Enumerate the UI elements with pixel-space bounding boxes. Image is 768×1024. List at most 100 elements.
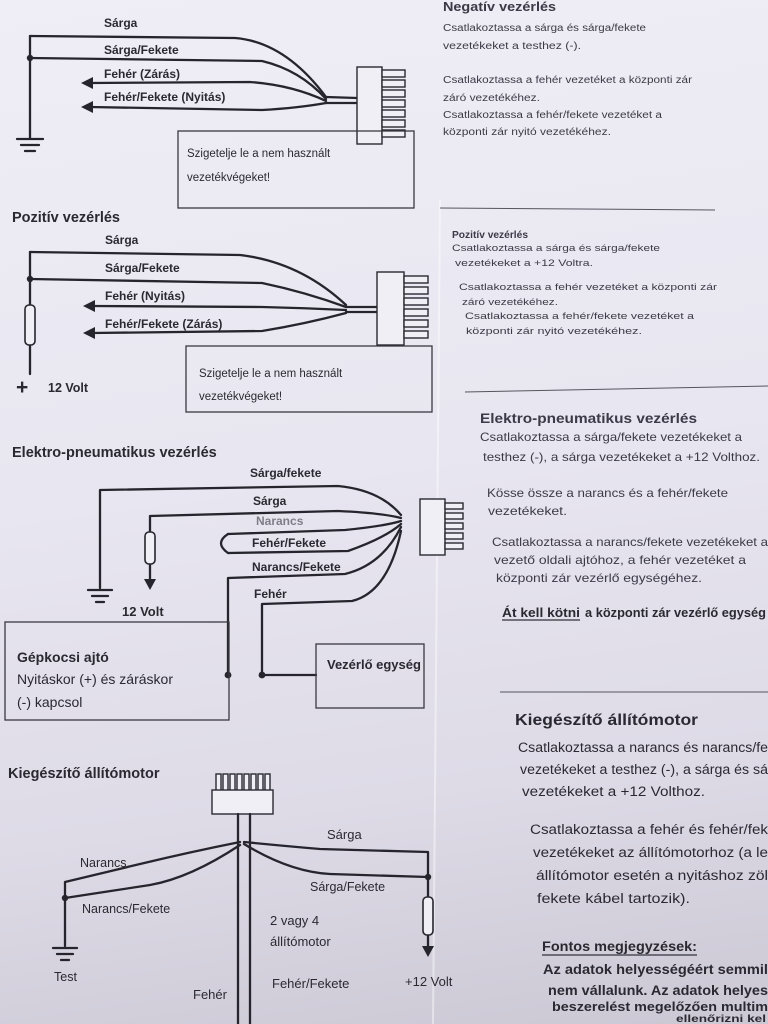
wire-bridge	[219, 532, 230, 555]
instruction-line: vezetékeket a +12 Voltra.	[455, 258, 593, 269]
ground-icon	[15, 137, 45, 153]
elektro-diagram: Elektro-pneumatikus vezérlés Sárga/feket…	[4, 445, 464, 721]
section-heading-pozitiv: Pozitív vezérlés	[12, 210, 120, 226]
instruction-line: záró vezetékéhez.	[462, 297, 558, 308]
wire-feher	[90, 304, 348, 312]
connector-pin	[403, 297, 429, 306]
connector-pin	[250, 773, 257, 792]
ground-icon	[51, 946, 79, 962]
instruction-heading: Negatív vezérlés	[443, 0, 556, 14]
fuse-icon	[422, 896, 434, 936]
connector-body	[211, 789, 274, 815]
wire-narancs	[63, 840, 242, 948]
wire-sarga-fekete	[98, 484, 403, 590]
divider	[439, 207, 716, 211]
junction-dot	[26, 54, 34, 62]
connector-pin	[243, 773, 250, 792]
connector-pin	[403, 319, 429, 328]
instruction-heading: Kiegészítő állítómotor	[515, 712, 698, 729]
connector-plug	[419, 498, 464, 556]
connector-pin	[444, 522, 464, 530]
wire-sarga	[242, 840, 430, 948]
instruction-line: Csatlakoztassa a sárga és sárga/fekete	[452, 243, 660, 254]
wire-label-narancs: Narancs	[256, 514, 304, 528]
plus-sign: +	[16, 376, 28, 399]
wire-sarga-fekete	[242, 842, 430, 879]
instruction-line: Kösse össze a narancs és a fehér/fekete	[487, 486, 728, 500]
note-line: vezetékvégeket!	[199, 391, 282, 403]
wire-label-sarga: Sárga	[253, 494, 287, 508]
wire-sarga	[148, 509, 403, 581]
note-line: Szigetelje le a nem használt	[187, 148, 331, 160]
fuse-icon	[144, 531, 156, 565]
wire-narancs	[226, 519, 403, 536]
note-box	[185, 345, 433, 413]
door-box-title: Gépkocsi ajtó	[17, 649, 109, 665]
instruction-line: vezetékeket a testhez (-), a sárga és sá	[520, 762, 768, 777]
note-line: Szigetelje le a nem használt	[199, 368, 343, 380]
instruction-line: vezetékeket a testhez (-).	[443, 41, 581, 52]
arrow-down-icon	[144, 579, 156, 590]
emphasis-text: a központi zár vezérlő egység	[585, 606, 766, 620]
wire-feher-fekete	[88, 101, 328, 112]
notes-line: ellenőrizni kel	[676, 1014, 766, 1024]
important-notes: Fontos megjegyzések: Az adatok helyesség…	[542, 939, 768, 1024]
instruction-line: Csatlakoztassa a fehér/fekete vezetéket …	[465, 311, 695, 322]
instruction-line: vezető oldali ajtóhoz, a fehér vezetéket…	[494, 553, 746, 567]
negativ-instructions: Negatív vezérlés Csatlakoztassa a sárga …	[439, 0, 716, 211]
wire-label-feher-fekete: Fehér/Fekete (Zárás)	[105, 317, 222, 331]
connector-pin	[381, 99, 406, 108]
instruction-line: vezetékeket a +12 Volthoz.	[522, 784, 705, 799]
fuse-icon	[24, 304, 36, 346]
section-heading-kiegeszito: Kiegészítő állítómotor	[8, 766, 160, 782]
connector-pin	[381, 89, 406, 98]
junction-dot	[424, 873, 432, 881]
instruction-line: Csatlakoztassa a sárga/fekete vezetékeke…	[480, 430, 742, 444]
wire-feher	[88, 80, 328, 103]
connector-pin	[381, 69, 406, 78]
kiegeszito-diagram: Kiegészítő állítómotor Sárga Narancs Sár…	[8, 766, 453, 1024]
connector-pin	[444, 532, 464, 540]
instruction-line: központi zár vezérlő egységéhez.	[496, 571, 702, 585]
connector-pin	[403, 286, 429, 295]
supply-label: 12 Volt	[122, 604, 164, 619]
wire-label-sarga-fekete: Sárga/Fekete	[310, 880, 385, 894]
wire-label-feher: Fehér	[254, 587, 287, 601]
supply-label: +12 Volt	[405, 974, 453, 989]
connector-pin	[444, 502, 464, 510]
wire-label-feher-fekete: Fehér/Fekete	[252, 536, 326, 550]
wire-feher-fekete	[226, 522, 403, 555]
arrow-left-icon	[83, 327, 95, 339]
notes-heading: Fontos megjegyzések:	[542, 939, 697, 954]
instruction-line: testhez (-), a sárga vezetékeket a +12 V…	[483, 450, 760, 464]
connector-body	[356, 66, 383, 145]
supply-label: 12 Volt	[48, 381, 89, 395]
connector-pin	[381, 109, 406, 118]
instruction-line: Csatlakoztassa a sárga és sárga/fekete	[443, 23, 647, 34]
wire-sarga-fekete	[28, 56, 328, 101]
instruction-line: központi zár nyitó vezetékéhez.	[466, 326, 642, 337]
instruction-line: fekete kábel tartozik).	[537, 891, 690, 906]
connector-pin	[381, 79, 406, 88]
wire-label-narancs-fekete: Narancs/Fekete	[252, 560, 341, 574]
wire-feher	[260, 529, 403, 677]
arrow-left-icon	[81, 101, 93, 113]
wire-narancs-fekete	[63, 843, 242, 900]
connector-plug	[376, 271, 429, 346]
kiegeszito-instructions: Kiegészítő állítómotor Csatlakoztassa a …	[515, 712, 768, 906]
elektro-instructions: Elektro-pneumatikus vezérlés Csatlakozta…	[480, 411, 768, 693]
connector-pin	[444, 512, 464, 520]
control-unit-label: Vezérlő egység	[327, 657, 421, 672]
connector-pin	[444, 542, 464, 550]
pozitiv-instructions: Pozitív vezérlés Csatlakoztassa a sárga …	[452, 229, 768, 393]
fold-crease	[432, 199, 441, 1024]
wire-label-feher-fekete: Fehér/Fekete	[272, 976, 349, 991]
wire-label-feher: Fehér (Nyitás)	[105, 289, 185, 303]
ground-icon	[86, 588, 114, 604]
motor-label: állítómotor	[270, 934, 331, 949]
wire-label-sarga: Sárga	[105, 233, 139, 247]
arrow-down-icon	[422, 946, 434, 957]
section-heading-elektro: Elektro-pneumatikus vezérlés	[12, 445, 217, 461]
